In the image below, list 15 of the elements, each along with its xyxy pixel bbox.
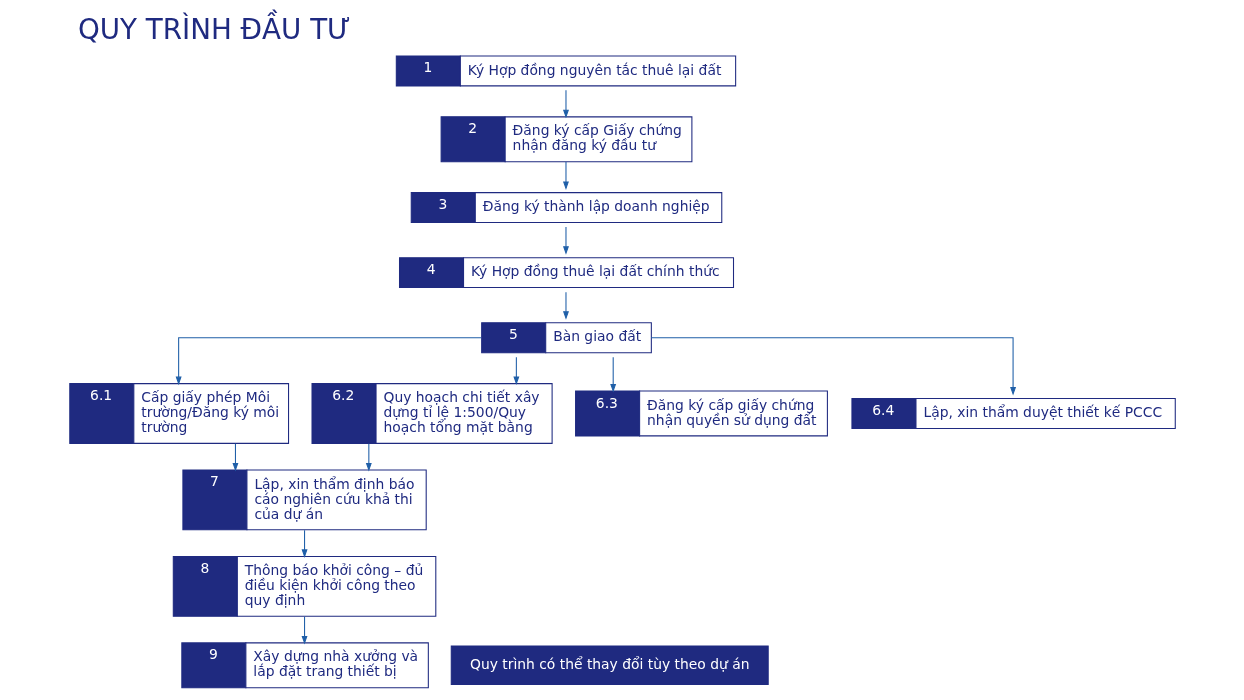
node-text: 2: [468, 120, 478, 137]
node-text: 3: [438, 196, 448, 213]
label: Quy trình có thể thay đổi tùy theo dự án: [469, 655, 750, 672]
node-label: Quy hoạch chi tiết xây dựng tỉ lệ 1:500/Quy hoạch tổng mặt bằng: [383, 389, 540, 436]
node-label: Lập, xin thẩm duyệt thiết kế PCCC: [923, 404, 1163, 421]
node-text: 6.4: [872, 401, 895, 418]
node-text: 1: [423, 59, 433, 76]
node-label: Thông báo khởi công – đủ điều kiện khởi công theo quy định: [244, 562, 424, 608]
node-label: Ký Hợp đồng thuê lại đất chính thức: [471, 263, 720, 280]
node-label: Đăng ký cấp Giấy chứng nhận đăng ký đầu tư: [512, 122, 682, 154]
node-label: Đăng ký thành lập doanh nghiệp: [482, 198, 710, 215]
node-text: 8: [200, 559, 210, 576]
node-text: 6.2: [332, 387, 355, 404]
node-text: 4: [426, 261, 436, 278]
node-label: Ký Hợp đồng nguyên tắc thuê lại đất: [467, 61, 722, 78]
